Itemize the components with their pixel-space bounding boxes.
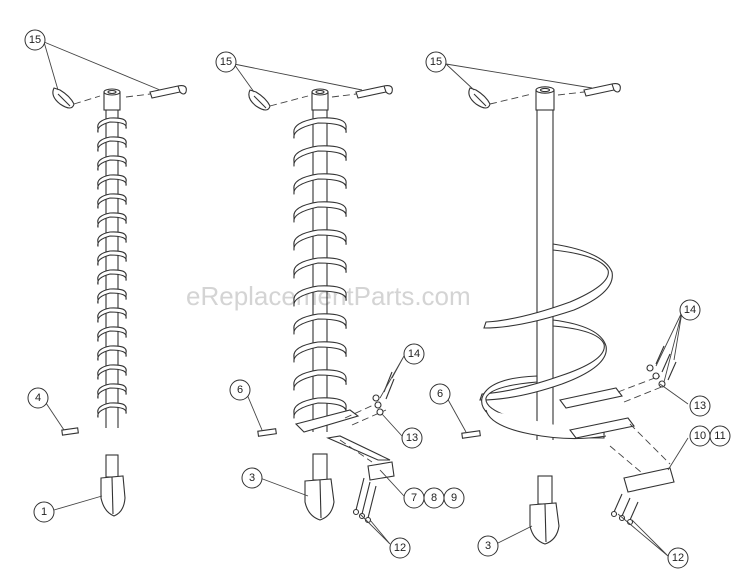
callout-7: 7 <box>403 487 425 509</box>
flight-turn <box>293 341 347 363</box>
auger-medium-bracket <box>294 409 391 461</box>
auger-small-flighting <box>97 117 127 418</box>
flight-turn <box>97 212 127 228</box>
callout-label: 6 <box>237 384 243 396</box>
callout-11: 11 <box>709 425 731 447</box>
callout-label: 14 <box>684 304 696 316</box>
callout-12-middle: 12 <box>389 537 411 559</box>
flight-turn <box>97 231 127 247</box>
flight-turn <box>293 173 347 195</box>
flight-turn <box>97 193 127 209</box>
flight-turn <box>293 117 347 139</box>
callout-label: 12 <box>672 552 684 564</box>
flight-turn <box>97 326 127 342</box>
callout-4: 4 <box>27 387 49 409</box>
auger-large-cutting-edge <box>623 467 675 493</box>
callout-10: 10 <box>689 425 711 447</box>
callout-label: 11 <box>714 430 725 442</box>
callout-13-right: 13 <box>689 395 711 417</box>
callout-label: 15 <box>29 34 41 46</box>
flight-turn <box>293 313 347 335</box>
flight-turn <box>293 257 347 279</box>
auger-large-bolts <box>646 345 677 388</box>
auger-medium <box>257 88 395 524</box>
auger-small <box>61 88 127 517</box>
callout-8: 8 <box>423 487 445 509</box>
callout-label: 7 <box>411 492 417 504</box>
callout-15-right: 15 <box>425 51 447 73</box>
callout-label: 3 <box>249 472 255 484</box>
callout-label: 13 <box>406 432 418 444</box>
flight-turn <box>293 145 347 167</box>
callout-label: 10 <box>694 430 706 442</box>
flight-turn <box>97 155 127 171</box>
auger-large-collar <box>535 86 555 111</box>
callout-label: 9 <box>451 492 457 504</box>
flight-turn <box>293 285 347 307</box>
callout-label: 13 <box>694 400 706 412</box>
callout-label: 1 <box>41 506 47 518</box>
flight-turn <box>97 136 127 152</box>
callout-15-left: 15 <box>24 29 46 51</box>
auger-medium-bolts <box>372 371 395 416</box>
callout-label: 4 <box>35 392 41 404</box>
callout-14-middle: 14 <box>403 343 425 365</box>
auger-large-bit <box>529 475 560 545</box>
callout-9: 9 <box>443 487 465 509</box>
auger-small-collar <box>103 88 121 111</box>
callout-label: 15 <box>430 56 442 68</box>
leader-lines <box>43 41 689 557</box>
auger-small-bit <box>100 454 126 517</box>
auger-large-pin <box>461 430 481 439</box>
flight-turn <box>97 364 127 380</box>
flight-turn <box>97 250 127 266</box>
callout-label: 6 <box>437 388 443 400</box>
callout-label: 12 <box>394 542 406 554</box>
callout-label: 8 <box>431 492 437 504</box>
auger-medium-flighting <box>293 117 347 419</box>
flight-turn <box>97 402 127 418</box>
flight-turn <box>97 383 127 399</box>
flight-turn <box>293 229 347 251</box>
callout-14-right: 14 <box>679 299 701 321</box>
auger-medium-pin <box>257 428 277 437</box>
flight-turn <box>97 174 127 190</box>
callout-label: 3 <box>485 540 491 552</box>
flight-turn <box>97 288 127 304</box>
flight-turn <box>97 345 127 361</box>
callout-6-right: 6 <box>429 383 451 405</box>
auger-medium-collar <box>311 88 329 111</box>
hitch-pin-set-1 <box>52 85 187 109</box>
callout-3-middle: 3 <box>241 467 263 489</box>
auger-small-pin <box>61 427 79 436</box>
auger-medium-bolts-lower <box>352 477 377 524</box>
hitch-pin-set-3 <box>468 83 621 109</box>
callout-3-right: 3 <box>477 535 499 557</box>
auger-large-bracket <box>559 387 635 439</box>
flight-turn <box>97 307 127 323</box>
callout-15-middle: 15 <box>215 51 237 73</box>
auger-large <box>461 86 677 545</box>
flight-turn <box>97 269 127 285</box>
callout-1: 1 <box>33 501 55 523</box>
auger-medium-bit <box>304 453 335 521</box>
callout-label: 15 <box>220 56 232 68</box>
callout-13-middle: 13 <box>401 427 423 449</box>
hitch-pin-set-2 <box>248 85 393 111</box>
flight-turn <box>293 201 347 223</box>
flight-turn <box>97 117 127 133</box>
callout-12-right: 12 <box>667 547 689 569</box>
callout-label: 14 <box>408 348 420 360</box>
flight-turn <box>293 369 347 391</box>
auger-large-flighting <box>479 243 613 440</box>
callout-6-middle: 6 <box>229 379 251 401</box>
